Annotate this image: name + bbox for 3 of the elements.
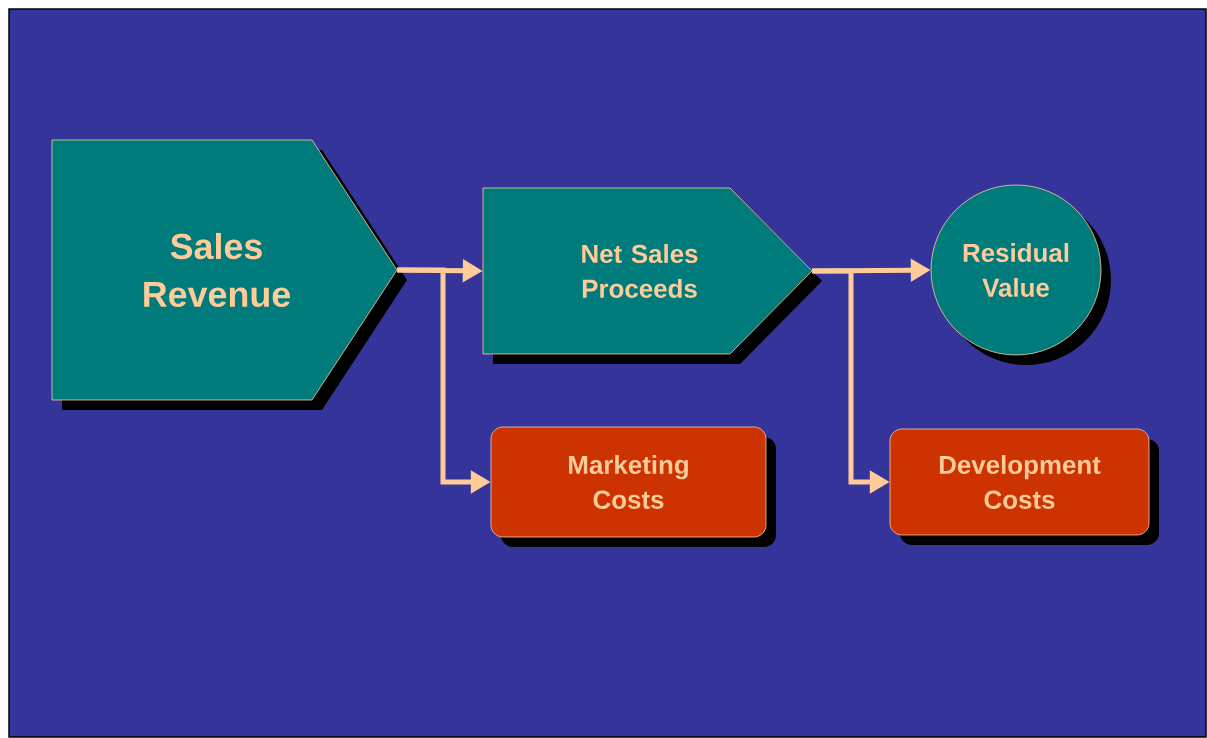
circle-node: Residual Value xyxy=(930,184,1111,365)
rounded-box: Marketing Costs xyxy=(490,426,776,547)
rounded-box: Development Costs xyxy=(889,428,1159,545)
